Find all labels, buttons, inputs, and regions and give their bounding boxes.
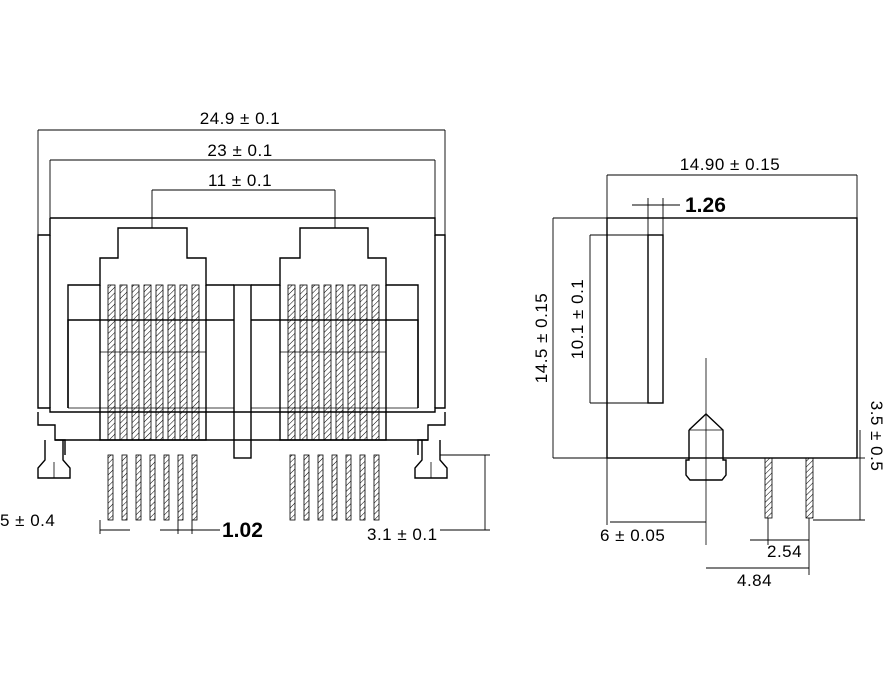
dim-row-pitch: 2.54 [767,542,802,561]
dim-tab-width: 1.26 [685,194,726,217]
dim-overall-width: 24.9 ± 0.1 [200,109,281,128]
side-view [552,174,865,575]
dim-pin-length: 3.5 ± 0.5 [867,401,886,472]
dim-pin-pitch: 1.02 [222,519,263,542]
dim-peg-offset: 6 ± 0.05 [600,526,665,545]
left-port-contacts [107,284,200,441]
dim-peg-diameter: 5 ± 0.4 [0,511,55,530]
dim-body-height: 14.5 ± 0.15 [532,293,551,383]
dim-body-width: 23 ± 0.1 [207,141,272,160]
right-mounting-peg [414,440,448,479]
dim-peg-length: 3.1 ± 0.1 [367,525,438,544]
dim-port-pitch: 11 ± 0.1 [208,171,272,190]
dim-depth: 14.90 ± 0.15 [680,155,780,174]
dim-window-height: 10.1 ± 0.1 [568,279,587,360]
front-view [37,129,490,534]
dim-peg-to-pin: 4.84 [737,571,772,590]
left-mounting-peg [37,440,71,479]
right-pcb-pins [289,454,380,521]
left-pcb-pins [107,454,198,521]
right-port-contacts [287,284,380,441]
